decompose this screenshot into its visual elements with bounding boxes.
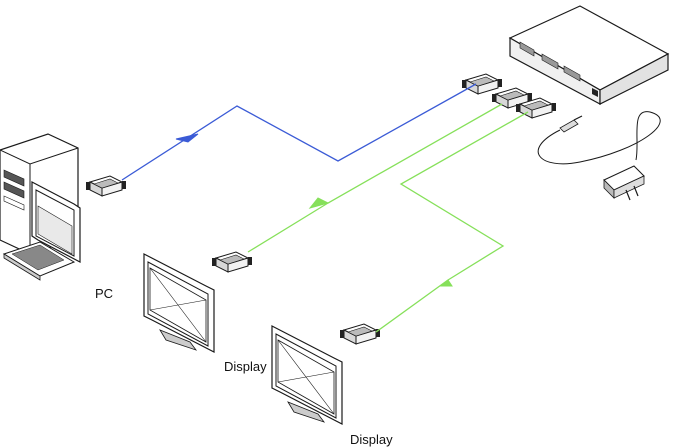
output-arrow-icon [308, 197, 330, 209]
output-arrow-icon [438, 279, 453, 287]
lcd-display-icon [143, 253, 215, 353]
pc-label: PC [95, 286, 114, 301]
vga-connector-icon [339, 323, 381, 345]
output-cable-1 [247, 103, 503, 253]
lcd-display-icon [271, 325, 343, 425]
power-adapter-icon [537, 111, 661, 201]
crt-monitor-icon [31, 181, 81, 263]
keyboard-icon [2, 241, 76, 281]
vga-connector-icon [85, 175, 127, 197]
input-cable [121, 83, 477, 181]
vga-connector-icon [461, 73, 503, 95]
display-1-label: Display [224, 359, 267, 374]
display-2-label: Display [350, 432, 393, 447]
splitter-box-icon [508, 5, 670, 105]
output-cable-2 [375, 111, 529, 333]
input-arrow-icon [175, 133, 199, 143]
vga-connector-icon [211, 251, 253, 273]
